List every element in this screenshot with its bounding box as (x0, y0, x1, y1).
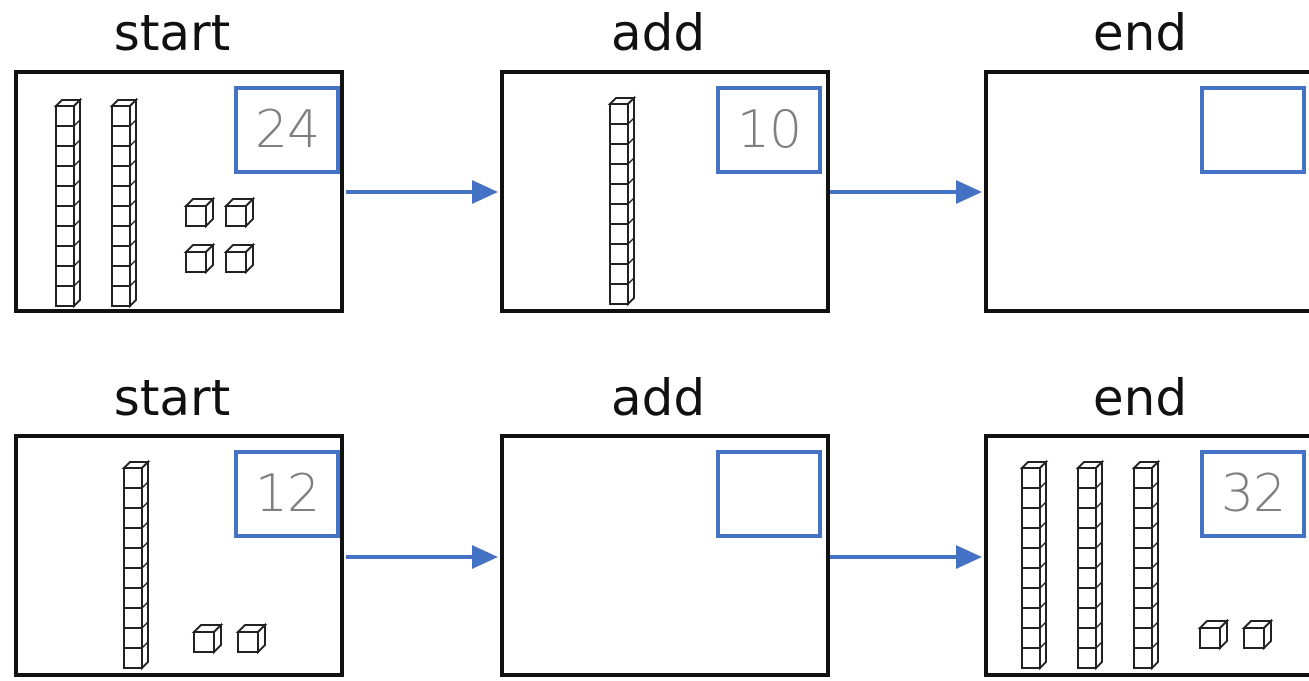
row2-arrow-1 (346, 545, 498, 569)
row2-start-label: start (113, 369, 231, 427)
row1-end-panel (984, 70, 1309, 313)
tens-rod (121, 459, 151, 671)
row1-start-number-box[interactable]: 24 (234, 86, 340, 174)
row2-end-number-box[interactable]: 32 (1200, 450, 1306, 538)
tens-rod (1075, 459, 1105, 671)
row1-arrow-2 (830, 180, 982, 204)
ones-cube (223, 242, 256, 275)
tens-rod (1019, 459, 1049, 671)
row2-end-label: end (1092, 369, 1188, 427)
row1-start-panel: 24 (14, 70, 344, 313)
tens-rod (53, 97, 83, 309)
tens-rod (109, 97, 139, 309)
ones-cube (183, 242, 216, 275)
row1-add-blocks (607, 95, 637, 307)
row2-add-number-box[interactable] (716, 450, 822, 538)
row2-arrow-2 (830, 545, 982, 569)
tens-rod (1131, 459, 1161, 671)
row1-start-label: start (113, 4, 231, 62)
row1-add-panel: 10 (500, 70, 830, 313)
ones-cube (183, 196, 216, 229)
row1-add-number-box[interactable]: 10 (716, 86, 822, 174)
ones-cube (191, 622, 224, 655)
row2-add-panel (500, 434, 830, 677)
ones-cube (235, 622, 268, 655)
row2-add-label: add (610, 369, 706, 427)
ones-cube (1197, 618, 1230, 651)
row2-end-panel: 32 (984, 434, 1309, 677)
row1-end-number-box[interactable] (1200, 86, 1306, 174)
row2-start-number-box[interactable]: 12 (234, 450, 340, 538)
row2-end-blocks (1019, 459, 1274, 671)
row1-end-label: end (1092, 4, 1188, 62)
row2-start-panel: 12 (14, 434, 344, 677)
row1-start-blocks (53, 97, 256, 309)
row1-add-label: add (610, 4, 706, 62)
ones-cube (1241, 618, 1274, 651)
tens-rod (607, 95, 637, 307)
ones-cube (223, 196, 256, 229)
row1-arrow-1 (346, 180, 498, 204)
row2-start-blocks (121, 459, 268, 671)
